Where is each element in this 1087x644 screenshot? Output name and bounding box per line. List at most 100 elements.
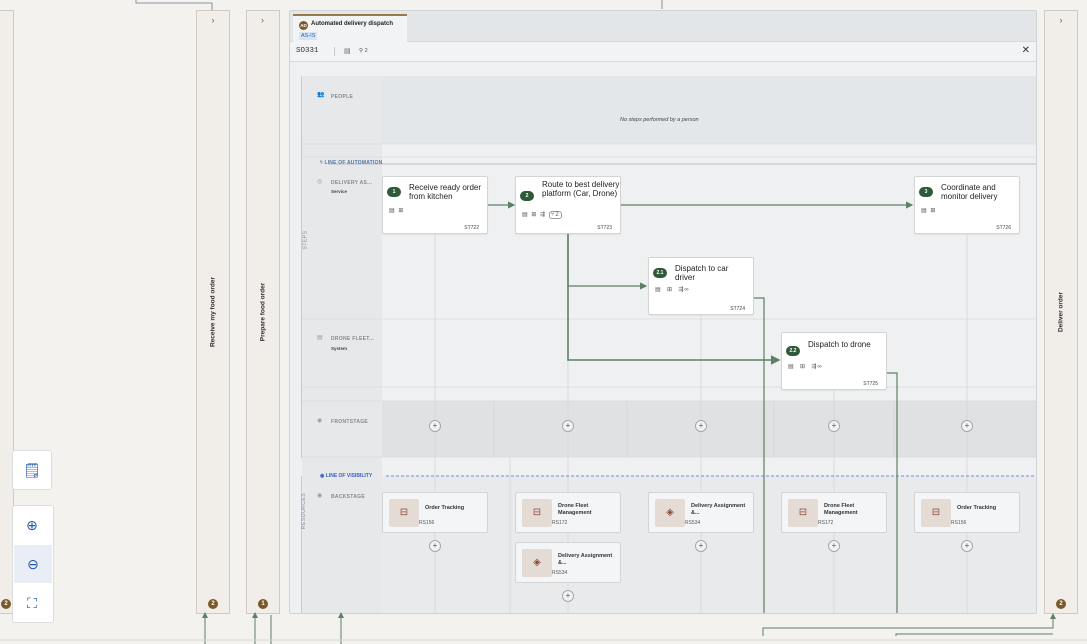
tab-bar: AD Automated delivery dispatch AS-IS [290,11,1036,42]
line-of-visibility: ◉ LINE OF VISIBILITY [320,473,372,479]
blueprint-grid: STEPS RESOURCES 👥 PEOPLE No steps perfor… [290,62,1036,613]
document-icon: ▤ [389,208,396,214]
step-card-3[interactable]: 3 Coordinate and monitor delivery ▤ ⊞ ST… [914,176,1020,234]
tab-title: Automated delivery dispatch [311,21,394,27]
lane-sub-delivery: Service [331,189,348,194]
step-card-2-1[interactable]: 2.1 Dispatch to car driver ▤ ⊞ ⇶∞ ST724 [648,257,754,315]
resource-card[interactable]: ⊟ Order Tracking RS156 [914,492,1020,533]
column-receive-food-order[interactable]: › Receive my food order 2 [196,10,230,614]
step-number: 1 [387,187,401,197]
input-icon: ⊞ [800,364,807,370]
people-lane-bg [382,76,1036,144]
resource-code: RS172 [818,520,834,526]
tag-icon: ◈ [655,499,685,527]
resource-code: RS534 [685,520,701,526]
column-title: Deliver order [1057,291,1065,333]
step-code: ST726 [996,225,1011,231]
resource-card[interactable]: ⊟ Drone Fleet Management RS172 [781,492,887,533]
add-resource-button[interactable]: + [828,540,840,552]
step-icons: ▤ ⊞ ⇶ ⑂2 [522,211,562,219]
step-card-1[interactable]: 1 Receive ready order from kitchen ▤ ⊞ S… [382,176,488,234]
pin-count[interactable]: ⚲ 2 [359,48,368,54]
step-card-2-2[interactable]: 2.2 Dispatch to drone ▤ ⊞ ⇶∞ ST725 [781,332,887,390]
people-icon: 👥 [317,92,325,98]
add-frontstage-button[interactable]: + [828,420,840,432]
add-resource-button[interactable]: + [961,540,973,552]
add-frontstage-button[interactable]: + [695,420,707,432]
resource-card[interactable]: ⊟ Order Tracking RS156 [382,492,488,533]
backstage-icon: ◉ [317,493,323,499]
add-resource-button[interactable]: + [562,590,574,602]
line-of-automation: ϟ LINE OF AUTOMATION [320,160,382,166]
step-code: ST725 [863,381,878,387]
column-prepare-food-order[interactable]: › Prepare food order 1 [246,10,280,614]
resources-axis [301,476,302,613]
add-frontstage-button[interactable]: + [562,420,574,432]
service-icon: ◎ [317,179,323,185]
input-icon: ⊞ [531,212,538,218]
step-number: 2.1 [653,268,667,278]
resource-code: RS534 [552,570,568,576]
line-of-automation-label: LINE OF AUTOMATION [324,160,383,166]
add-frontstage-button[interactable]: + [961,420,973,432]
step-number: 2 [520,191,534,201]
tab-automated-delivery-dispatch[interactable]: AD Automated delivery dispatch AS-IS [293,14,407,42]
lane-sub-drone: System [331,346,348,351]
frontstage-lane-bg [382,401,1036,457]
chevron-right-icon[interactable]: › [1059,15,1063,25]
column-deliver-order[interactable]: › Deliver order 2 [1044,10,1078,614]
input-icon: ⊞ [667,287,674,293]
resource-card[interactable]: ◈ Delivery Assignment &... RS534 [515,542,621,583]
status-badge: AS-IS [299,32,318,40]
lane-label-people: PEOPLE [331,94,354,100]
step-code: ST724 [730,306,745,312]
add-frontstage-button[interactable]: + [429,420,441,432]
frontstage-icon: ◉ [317,418,323,424]
line-of-visibility-label: LINE OF VISIBILITY [325,473,373,479]
column-title: Prepare food order [259,282,267,342]
pin-count-value: 2 [364,48,368,54]
column-badge: 1 [258,599,268,609]
chevron-right-icon[interactable]: › [261,15,264,25]
decision-count-value: 2 [555,212,560,218]
column-strip-left[interactable]: 2 [0,10,14,614]
step-card-2[interactable]: 2 Route to best delivery platform (Car, … [515,176,621,234]
step-icons: ▤ ⊞ [921,207,936,214]
column-badge: 2 [1,599,11,609]
notes-icon[interactable]: 🗒 [23,461,41,478]
document-icon: ▤ [655,287,662,293]
lane-label-delivery: DELIVERY AS... [331,180,373,186]
step-title: Dispatch to car driver [675,264,729,282]
resource-title: Order Tracking [425,505,465,511]
zoom-in-icon[interactable]: ⊕ [26,516,38,533]
column-guides [302,143,1036,613]
sub-process-panel: AD Automated delivery dispatch AS-IS SO3… [289,10,1037,614]
step-icons: ▤ ⊞ [389,207,404,214]
fit-to-screen-icon[interactable]: ⛶ [27,594,37,611]
add-resource-button[interactable]: + [695,540,707,552]
database-icon: ⊟ [788,499,818,527]
resource-card[interactable]: ⊟ Drone Fleet Management RS172 [515,492,621,533]
label-column-bg [302,76,382,613]
column-badge: 2 [1056,599,1066,609]
link-icon: ∞ [817,364,823,370]
bottom-connectors [0,612,1087,644]
step-icons: ▤ ⊞ ⇶∞ [655,286,690,293]
eye-icon: ◉ [320,473,325,479]
lane-label-backstage: BACKSTAGE [331,494,365,500]
resource-title: Drone Fleet Management [824,503,858,516]
steps-axis [301,76,302,458]
document-icon[interactable]: ▤ [344,48,351,55]
input-icon: ⊞ [930,208,937,214]
database-icon: ⊟ [921,499,951,527]
zoom-out-icon[interactable]: ⊖ [14,545,52,583]
branch-icon: ⇶ [678,287,685,293]
resource-card[interactable]: ◈ Delivery Assignment &... RS534 [648,492,754,533]
empty-lane-message: No steps performed by a person [620,117,699,123]
column-title: Receive my food order [209,276,217,348]
add-resource-button[interactable]: + [429,540,441,552]
close-icon[interactable]: ✕ [1021,45,1030,56]
panel-header: SO331 ▤ ⚲ 2 ✕ [290,42,1036,62]
chevron-right-icon[interactable]: › [211,15,215,25]
document-icon: ▤ [788,364,795,370]
